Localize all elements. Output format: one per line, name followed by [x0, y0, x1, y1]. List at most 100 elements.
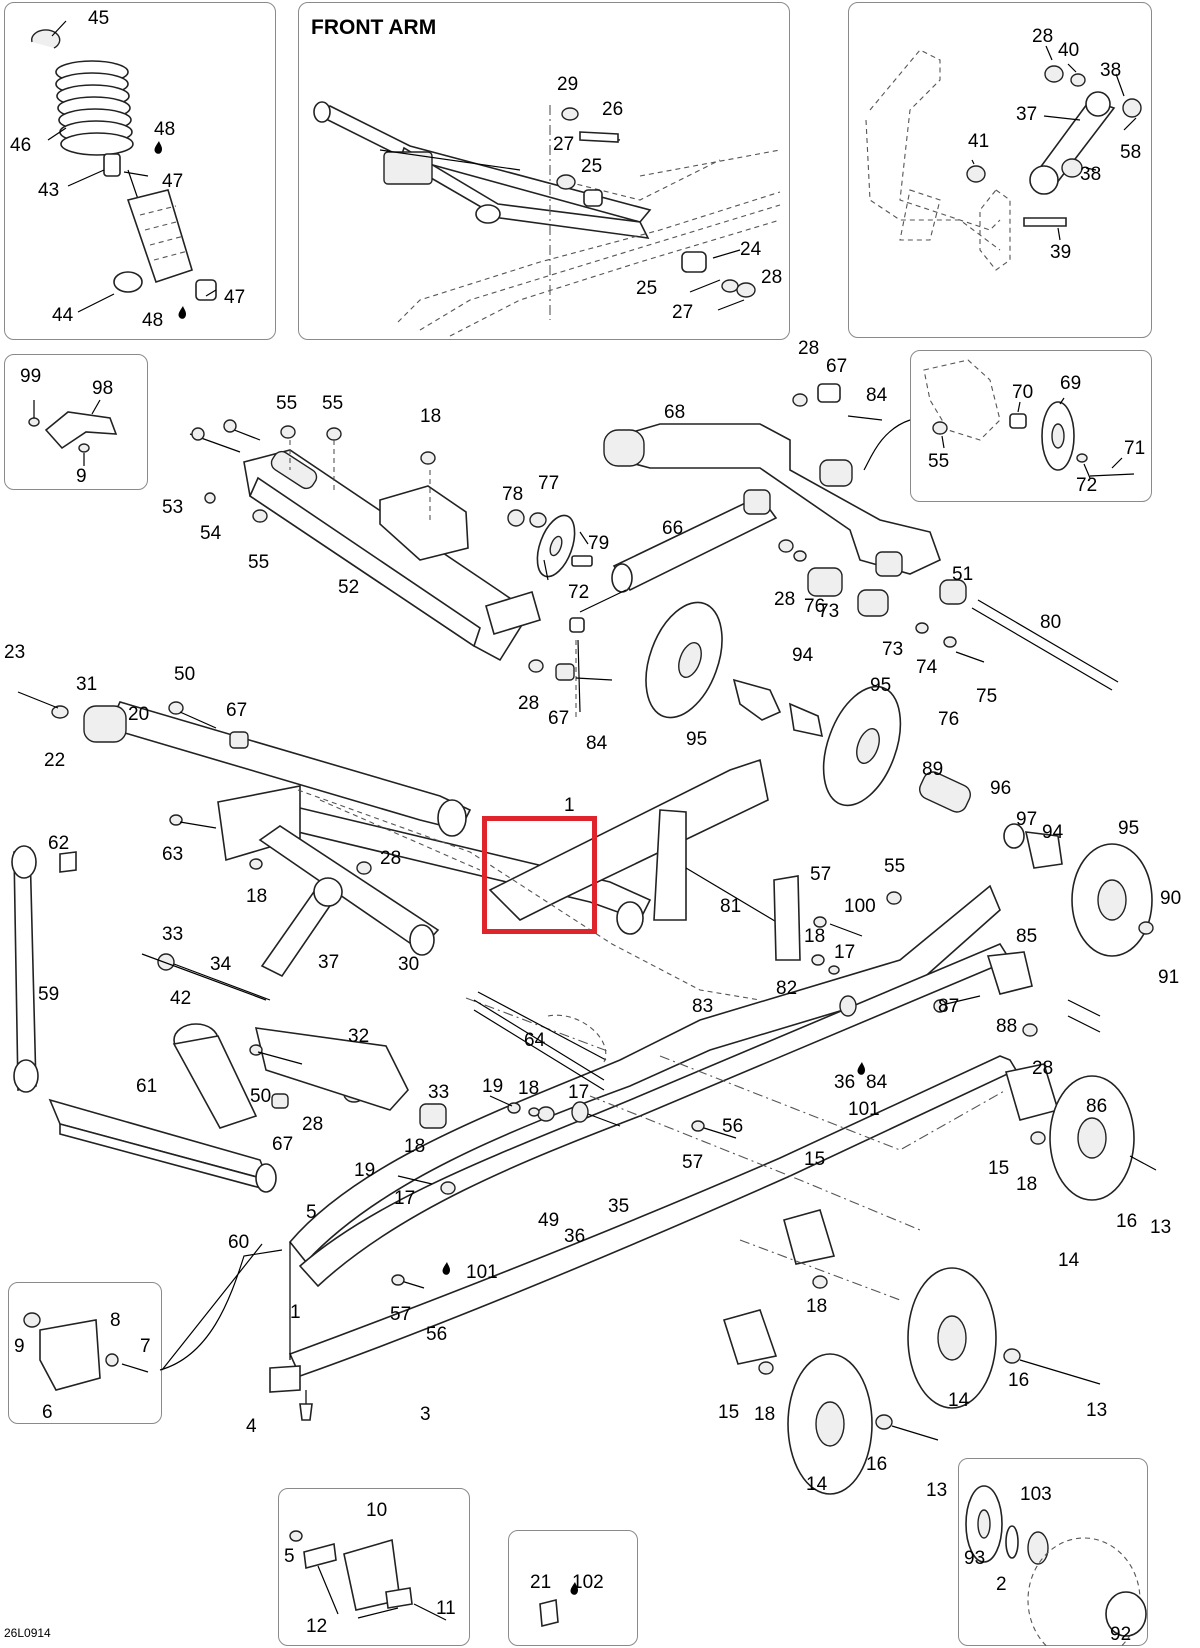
part-number-52: 52: [338, 577, 359, 598]
part-number-56: 56: [722, 1116, 743, 1137]
inset-wheel-box: [958, 1458, 1148, 1646]
part-number-36: 36: [834, 1072, 855, 1093]
rear-arm-assembly: [189, 383, 1119, 807]
part-number-11: 11: [436, 1598, 456, 1619]
part-number-101: 101: [466, 1262, 498, 1283]
part-number-9: 9: [14, 1336, 25, 1357]
part-number-17: 17: [394, 1188, 415, 1209]
part-number-86: 86: [1086, 1096, 1107, 1117]
part-number-73: 73: [818, 601, 839, 622]
part-number-42: 42: [170, 988, 191, 1009]
part-number-87: 87: [938, 996, 959, 1017]
part-number-103: 103: [1020, 1484, 1052, 1505]
inset-slider-box: [278, 1488, 470, 1646]
part-number-13: 13: [1086, 1400, 1107, 1421]
part-number-41: 41: [968, 131, 989, 152]
part-number-29: 29: [557, 74, 578, 95]
highlight-box-part-1[interactable]: [482, 816, 597, 934]
part-number-18: 18: [804, 926, 825, 947]
part-number-83: 83: [692, 996, 713, 1017]
part-number-14: 14: [948, 1390, 970, 1411]
part-number-55: 55: [322, 393, 343, 414]
part-number-28: 28: [1032, 1058, 1053, 1079]
part-number-33: 33: [162, 924, 183, 945]
shock-spring-drawing: [31, 20, 217, 319]
part-number-18: 18: [420, 406, 441, 427]
part-number-67: 67: [548, 708, 569, 729]
part-number-82: 82: [776, 978, 797, 999]
part-number-89: 89: [922, 759, 943, 780]
part-number-99: 99: [20, 366, 41, 387]
part-number-17: 17: [568, 1082, 589, 1103]
part-number-98: 98: [92, 378, 113, 399]
part-number-23: 23: [4, 642, 25, 663]
part-number-88: 88: [996, 1016, 1017, 1037]
part-number-14: 14: [1058, 1250, 1080, 1271]
front-arm-assembly: [17, 691, 801, 1001]
part-number-27: 27: [672, 302, 693, 323]
part-number-28: 28: [380, 848, 401, 869]
part-number-19: 19: [354, 1160, 375, 1181]
part-number-67: 67: [226, 700, 247, 721]
part-number-45: 45: [88, 8, 109, 29]
part-number-27: 27: [553, 134, 574, 155]
oil-drop-icon: [442, 1262, 450, 1275]
part-number-57: 57: [390, 1304, 411, 1325]
part-number-12: 12: [306, 1616, 327, 1637]
part-number-32: 32: [348, 1026, 369, 1047]
part-number-43: 43: [38, 180, 59, 201]
inset-idler-box: [910, 350, 1152, 502]
part-number-94: 94: [1042, 822, 1064, 843]
part-number-57: 57: [810, 864, 831, 885]
part-number-85: 85: [1016, 926, 1037, 947]
part-number-47: 47: [162, 171, 183, 192]
part-number-9: 9: [76, 466, 87, 487]
wheel-inset-drawing: [965, 1485, 1147, 1648]
part-number-38: 38: [1080, 164, 1101, 185]
part-number-16: 16: [1116, 1211, 1137, 1232]
part-number-73: 73: [882, 639, 903, 660]
part-number-77: 77: [538, 473, 559, 494]
part-number-31: 31: [76, 674, 97, 695]
part-number-36: 36: [564, 1226, 585, 1247]
part-number-15: 15: [988, 1158, 1009, 1179]
part-number-50: 50: [250, 1086, 271, 1107]
part-number-96: 96: [990, 778, 1011, 799]
part-number-75: 75: [976, 686, 997, 707]
part-number-49: 49: [538, 1210, 559, 1231]
part-number-93: 93: [964, 1548, 985, 1569]
part-number-70: 70: [1012, 382, 1033, 403]
part-number-37: 37: [318, 952, 339, 973]
front-arm-title: FRONT ARM: [311, 16, 437, 39]
part-number-55: 55: [928, 451, 949, 472]
part-number-10: 10: [366, 1500, 387, 1521]
part-number-28: 28: [1032, 26, 1053, 47]
part-number-78: 78: [502, 484, 523, 505]
part-number-13: 13: [926, 1480, 947, 1501]
part-number-28: 28: [761, 267, 782, 288]
stopper-inset-drawing: [23, 1312, 149, 1391]
front-arm-inset-drawing: [313, 101, 781, 337]
part-number-80: 80: [1040, 612, 1061, 633]
part-number-25: 25: [636, 278, 657, 299]
part-number-17: 17: [834, 942, 855, 963]
inset-bracket-box: [4, 354, 148, 490]
part-number-51: 51: [952, 564, 973, 585]
part-number-19: 19: [482, 1076, 503, 1097]
part-number-55: 55: [248, 552, 269, 573]
part-number-55: 55: [884, 856, 905, 877]
part-number-28: 28: [774, 589, 795, 610]
part-number-16: 16: [1008, 1370, 1029, 1391]
part-number-66: 66: [662, 518, 683, 539]
part-number-54: 54: [200, 523, 222, 544]
part-number-92: 92: [1110, 1624, 1131, 1645]
part-number-5: 5: [306, 1202, 317, 1223]
part-number-102: 102: [572, 1572, 604, 1593]
part-number-84: 84: [866, 385, 888, 406]
part-number-21: 21: [530, 1572, 551, 1593]
part-number-81: 81: [720, 896, 741, 917]
part-number-28: 28: [798, 338, 819, 359]
